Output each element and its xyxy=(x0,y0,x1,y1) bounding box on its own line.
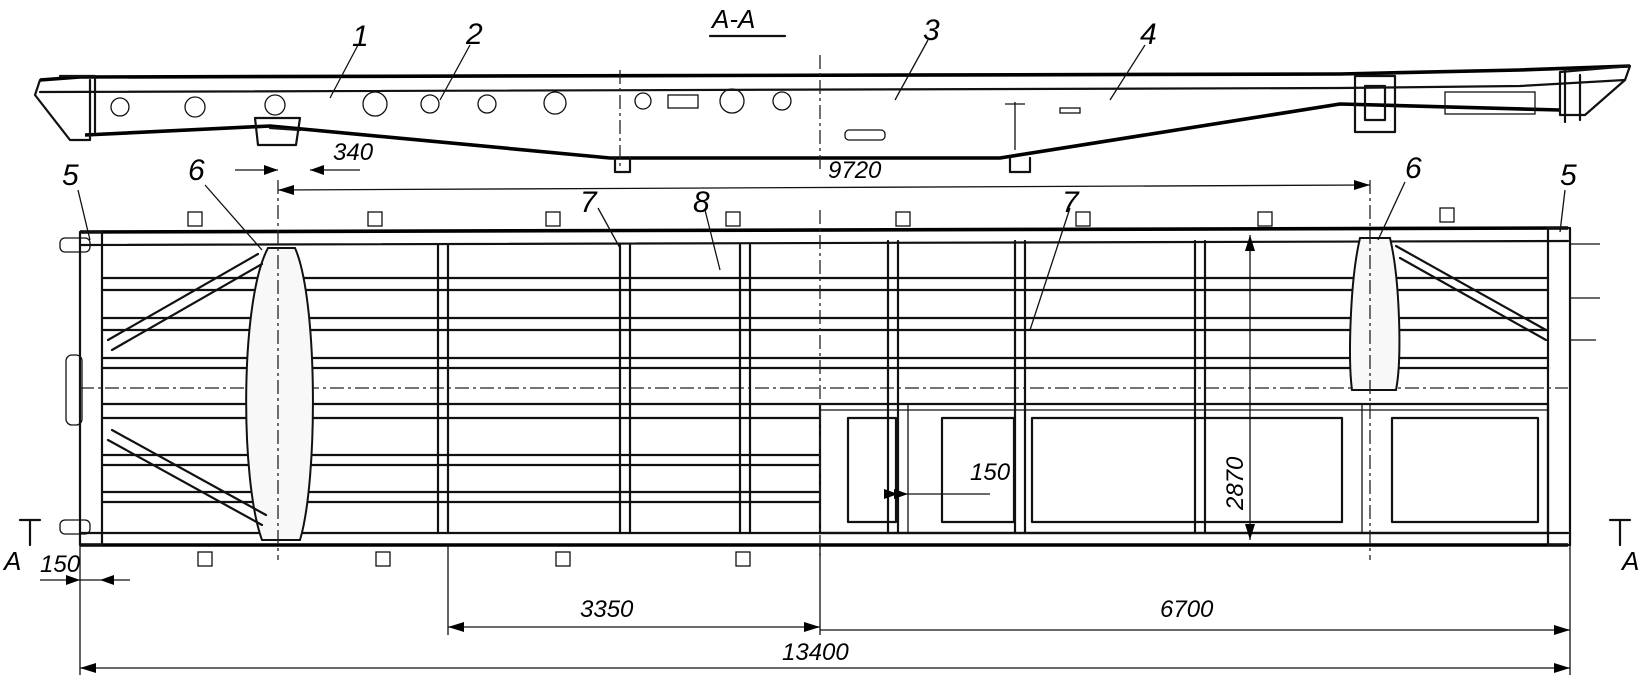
dim-340: 340 xyxy=(333,139,374,166)
plan-view xyxy=(18,180,1632,567)
callout-5-right: 5 xyxy=(1560,159,1577,192)
callout-5-left: 5 xyxy=(62,159,79,192)
callout-7-left: 7 xyxy=(580,186,598,219)
callout-8: 8 xyxy=(693,186,710,219)
dim-6700: 6700 xyxy=(1160,596,1214,623)
dim-13400: 13400 xyxy=(782,639,849,666)
dim-9720: 9720 xyxy=(828,157,882,184)
section-marker-right: A xyxy=(1620,546,1639,576)
dim-3350: 3350 xyxy=(580,596,634,623)
callout-2: 2 xyxy=(465,18,483,51)
dimension-lines xyxy=(40,165,1571,675)
dim-150-end: 150 xyxy=(40,551,81,578)
callout-6-left: 6 xyxy=(188,154,205,187)
side-elevation xyxy=(33,55,1632,174)
leader-lines xyxy=(77,39,1566,331)
callout-7-right: 7 xyxy=(1062,186,1080,219)
callout-4: 4 xyxy=(1140,18,1157,51)
dim-150-web: 150 xyxy=(970,459,1011,486)
callout-1: 1 xyxy=(352,20,369,53)
callout-6-right: 6 xyxy=(1405,152,1422,185)
section-title: A-A xyxy=(710,4,755,34)
callout-3: 3 xyxy=(923,14,940,47)
dim-2870: 2870 xyxy=(1222,456,1249,511)
section-marker-left: A xyxy=(2,546,21,576)
